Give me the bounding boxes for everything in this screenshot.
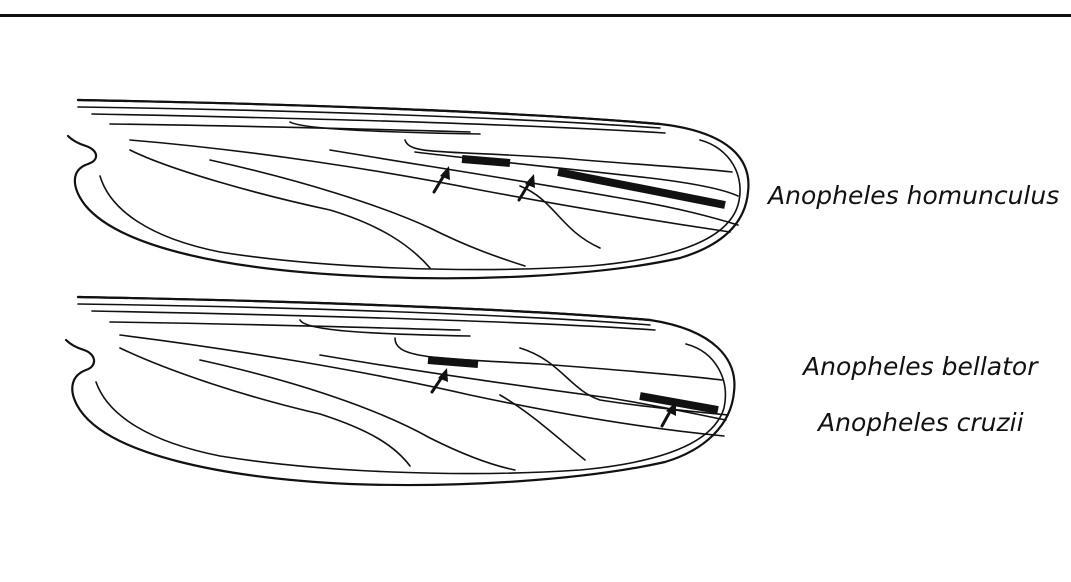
cubital-vein bbox=[200, 360, 515, 470]
wing-bellator-cruzii bbox=[66, 297, 734, 485]
wing-inner-margin bbox=[96, 344, 725, 474]
costa-vein-1 bbox=[78, 297, 650, 320]
wing-homunculus bbox=[68, 100, 748, 278]
dark-band bbox=[640, 396, 718, 410]
medial-branch bbox=[520, 186, 600, 248]
medial-branch bbox=[500, 395, 585, 460]
dark-band bbox=[428, 360, 478, 364]
cubital-vein bbox=[210, 160, 525, 266]
subcosta-vein bbox=[110, 322, 460, 330]
anal-vein bbox=[120, 348, 410, 466]
wing-outline bbox=[66, 297, 734, 485]
dark-band bbox=[462, 159, 510, 163]
medial-vein bbox=[120, 335, 724, 436]
species-label-bellator: Anopheles bellator bbox=[803, 352, 1037, 381]
species-label-homunculus: Anopheles homunculus bbox=[768, 181, 1059, 210]
subcosta-vein bbox=[110, 124, 470, 132]
wing-inner-margin bbox=[100, 140, 740, 270]
species-label-cruzii: Anopheles cruzii bbox=[818, 408, 1024, 437]
